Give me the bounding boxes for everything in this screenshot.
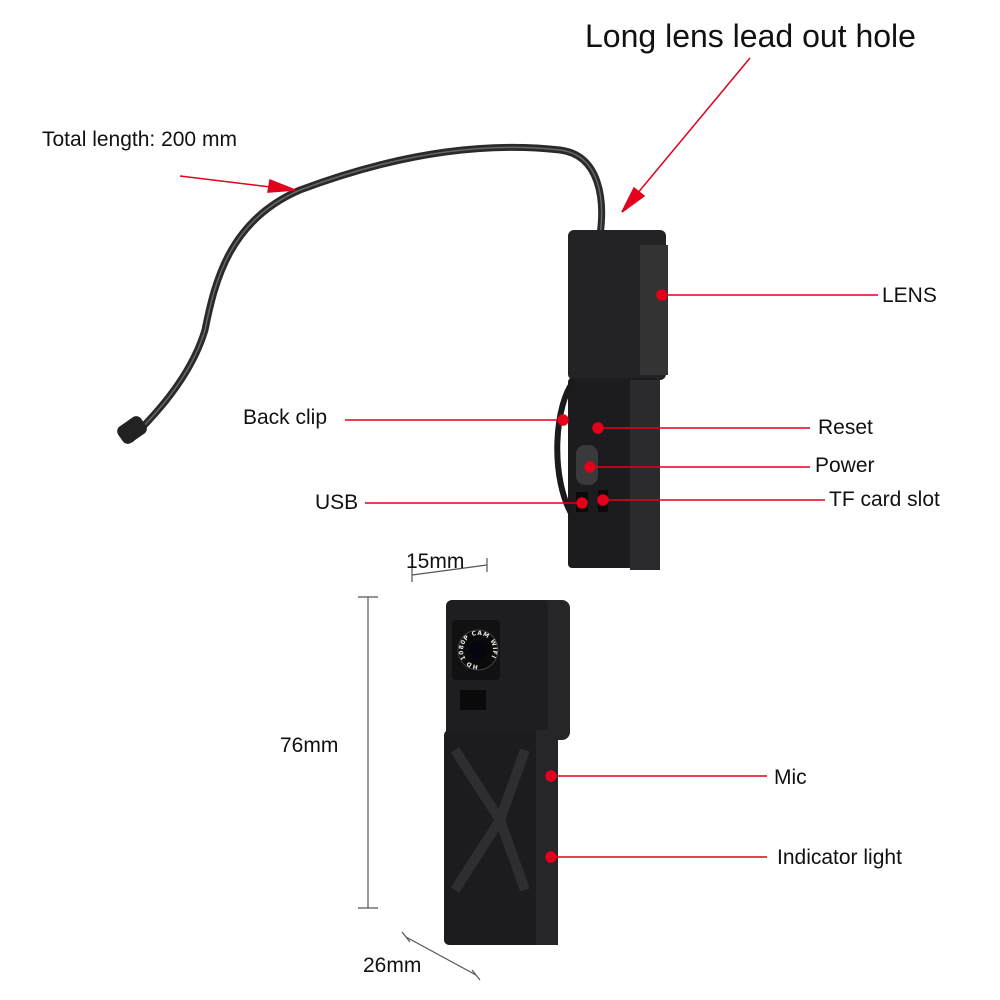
annotation-lines bbox=[179, 57, 878, 863]
device-side-view bbox=[554, 230, 668, 570]
dimension-lines bbox=[358, 558, 488, 981]
label-lens: LENS bbox=[882, 284, 937, 307]
label-total-length: Total length: 200 mm bbox=[42, 128, 237, 151]
label-mic: Mic bbox=[774, 766, 807, 789]
label-reset: Reset bbox=[818, 416, 873, 439]
label-power: Power bbox=[815, 454, 875, 477]
device-front-view: HD 1080P CAM WIFI bbox=[444, 600, 570, 945]
label-indicator-light: Indicator light bbox=[777, 846, 902, 869]
dimension-width: 15mm bbox=[406, 550, 465, 573]
dimension-height: 76mm bbox=[280, 734, 339, 757]
label-usb: USB bbox=[315, 491, 359, 514]
dimension-depth: 26mm bbox=[363, 954, 422, 977]
ribbon-cable bbox=[127, 143, 606, 443]
title-lens-lead-out-hole: Long lens lead out hole bbox=[585, 18, 916, 54]
label-back-clip: Back clip bbox=[243, 406, 328, 429]
lens-module bbox=[117, 416, 147, 444]
label-tf-card-slot: TF card slot bbox=[829, 488, 940, 511]
